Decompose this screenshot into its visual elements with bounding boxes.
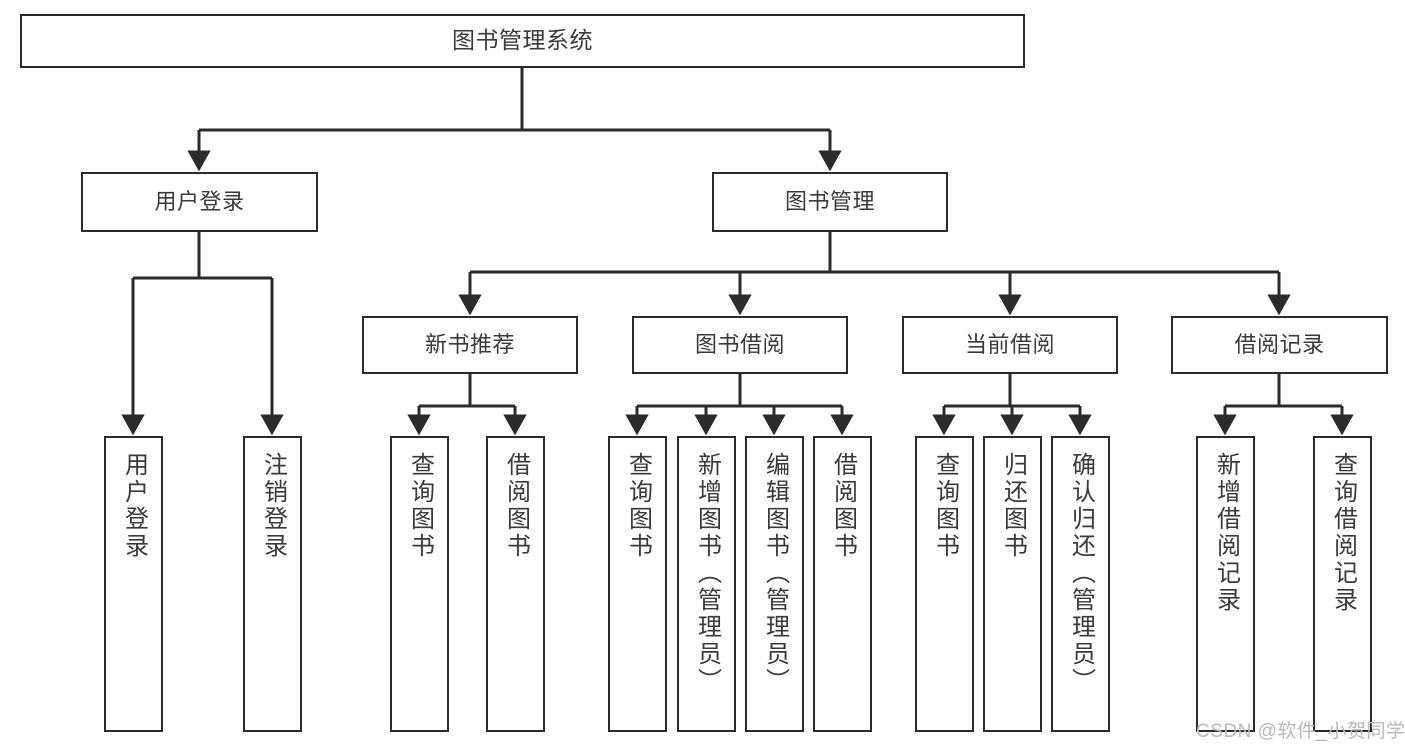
node-leaf-borrow-book-2-label: 借阅图书	[829, 452, 857, 560]
node-book-mgmt[interactable]: 图书管理	[712, 172, 948, 232]
node-leaf-borrow-book-2[interactable]: 借阅图书	[813, 436, 872, 732]
node-leaf-query-book-1[interactable]: 查询图书	[390, 436, 449, 732]
node-leaf-edit-book[interactable]: 编辑图书（管理员）	[745, 436, 804, 732]
node-borrow-record[interactable]: 借阅记录	[1171, 316, 1388, 374]
node-new-book-rec-label: 新书推荐	[424, 332, 515, 358]
node-leaf-user-login[interactable]: 用户登录	[104, 436, 163, 732]
node-leaf-confirm-return-label: 确认归还（管理员）	[1067, 452, 1095, 695]
node-leaf-query-book-3[interactable]: 查询图书	[915, 436, 974, 732]
node-root-label: 图书管理系统	[452, 27, 593, 54]
node-leaf-add-book[interactable]: 新增图书（管理员）	[677, 436, 736, 732]
node-leaf-query-record[interactable]: 查询借阅记录	[1313, 436, 1372, 732]
node-leaf-borrow-book-1-label: 借阅图书	[502, 452, 530, 560]
node-leaf-confirm-return[interactable]: 确认归还（管理员）	[1051, 436, 1110, 732]
node-book-borrow[interactable]: 图书借阅	[632, 316, 848, 374]
node-leaf-return-book-label: 归还图书	[999, 452, 1027, 560]
node-borrow-record-label: 借阅记录	[1234, 332, 1325, 358]
node-book-borrow-label: 图书借阅	[694, 332, 785, 358]
node-current-borrow-label: 当前借阅	[964, 332, 1055, 358]
node-leaf-query-book-3-label: 查询图书	[931, 452, 959, 560]
node-user-login-label: 用户登录	[154, 189, 245, 215]
node-leaf-query-book-2-label: 查询图书	[624, 452, 652, 560]
node-leaf-edit-book-label: 编辑图书（管理员）	[761, 452, 789, 695]
node-leaf-add-record[interactable]: 新增借阅记录	[1196, 436, 1255, 732]
node-current-borrow[interactable]: 当前借阅	[902, 316, 1118, 374]
node-leaf-user-login-label: 用户登录	[120, 452, 148, 560]
node-leaf-add-book-label: 新增图书（管理员）	[693, 452, 721, 695]
node-root[interactable]: 图书管理系统	[20, 14, 1025, 68]
node-leaf-query-book-1-label: 查询图书	[406, 452, 434, 560]
node-leaf-borrow-book-1[interactable]: 借阅图书	[486, 436, 545, 732]
node-leaf-query-book-2[interactable]: 查询图书	[608, 436, 667, 732]
node-leaf-add-record-label: 新增借阅记录	[1212, 452, 1240, 614]
node-user-login[interactable]: 用户登录	[81, 172, 318, 232]
node-new-book-rec[interactable]: 新书推荐	[362, 316, 578, 374]
watermark: CSDN @软件_小贺同学	[1196, 721, 1405, 742]
node-book-mgmt-label: 图书管理	[784, 189, 875, 215]
node-leaf-user-logout-label: 注销登录	[259, 452, 287, 560]
node-leaf-user-logout[interactable]: 注销登录	[243, 436, 302, 732]
node-leaf-query-record-label: 查询借阅记录	[1329, 452, 1357, 614]
node-leaf-return-book[interactable]: 归还图书	[983, 436, 1042, 732]
